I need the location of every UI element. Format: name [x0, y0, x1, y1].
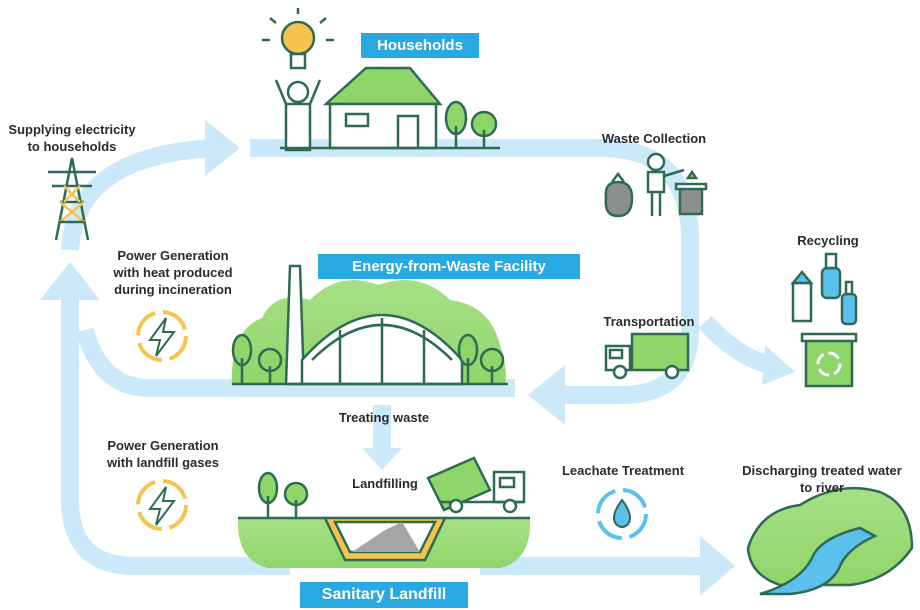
flow-path-efw-left — [76, 327, 515, 397]
flow-path-tower-up — [61, 139, 216, 251]
power-gas-line-2: with landfill gases — [107, 455, 219, 470]
recycling-illustration — [790, 252, 858, 388]
flow-arrows — [61, 139, 777, 575]
recycling-label: Recycling — [797, 233, 859, 248]
discharging-line-2: to river — [799, 480, 845, 495]
arrowhead-up-left — [40, 262, 100, 300]
person-throwing-trash-icon — [646, 152, 685, 216]
river-illustration — [746, 486, 914, 596]
power-generation-heat-label: Power Generation with heat produced duri… — [102, 247, 244, 298]
power-tower-icon — [48, 157, 96, 241]
arrowhead-to-landfill — [362, 448, 402, 470]
flow-arrow-heads — [40, 120, 795, 596]
efw-facility-title: Energy-from-Waste Facility — [318, 254, 580, 279]
power-gas-line-1: Power Generation — [107, 438, 219, 453]
milk-carton-icon — [790, 270, 814, 323]
landfill-pit-icon — [323, 516, 447, 562]
arrowhead-to-river — [700, 536, 735, 596]
tree-icon — [444, 100, 498, 148]
discharging-line-1: Discharging treated water — [742, 463, 902, 478]
light-bulb-icon — [262, 8, 334, 70]
recycling-bin-icon — [800, 332, 858, 388]
bottle-icon — [840, 280, 858, 326]
supplying-electricity-line-1: Supplying electricity — [8, 122, 136, 137]
transportation-label: Transportation — [603, 314, 695, 329]
arrowhead-to-recycling — [762, 345, 795, 385]
lightning-cycle-icon — [136, 479, 188, 531]
tree-icon — [257, 471, 309, 518]
power-heat-line-3: during incineration — [114, 282, 232, 297]
supplying-electricity-line-2: to households — [27, 139, 117, 154]
treating-waste-label: Treating waste — [338, 410, 430, 425]
power-heat-line-2: with heat produced — [113, 265, 233, 280]
landfilling-label: Landfilling — [352, 476, 418, 491]
house-icon — [322, 66, 443, 150]
discharging-water-label: Discharging treated water to river — [727, 462, 917, 496]
flow-path-main — [250, 139, 699, 404]
efw-facility-illustration — [231, 264, 508, 386]
households-title: Households — [361, 33, 479, 58]
power-generation-gas-label: Power Generation with landfill gases — [95, 437, 231, 471]
dome-building-icon — [300, 313, 464, 386]
sanitary-landfill-title: Sanitary Landfill — [300, 582, 468, 608]
trash-bag-icon — [604, 171, 634, 218]
lightning-cycle-icon — [136, 310, 188, 362]
bottle-icon — [820, 252, 842, 300]
landfill-illustration — [237, 456, 531, 568]
person-icon — [274, 79, 322, 152]
leachate-treatment-label: Leachate Treatment — [561, 463, 685, 478]
river-icon — [759, 526, 878, 596]
tree-icon — [231, 333, 505, 384]
supplying-electricity-label: Supplying electricity to households — [0, 121, 144, 155]
waste-collection-label: Waste Collection — [601, 131, 707, 146]
arrowhead-to-efw — [528, 365, 565, 425]
truck-icon — [604, 332, 690, 380]
power-heat-line-1: Power Generation — [117, 248, 229, 263]
waste-collection-illustration — [604, 152, 708, 218]
water-drop-cycle-icon — [596, 488, 648, 540]
trash-bin-icon — [674, 169, 708, 216]
dump-truck-icon — [426, 456, 526, 514]
river-hills — [746, 486, 914, 587]
flow-path-left-loop — [61, 290, 290, 575]
arrowhead-to-households — [205, 120, 240, 176]
households-illustration — [262, 8, 500, 152]
